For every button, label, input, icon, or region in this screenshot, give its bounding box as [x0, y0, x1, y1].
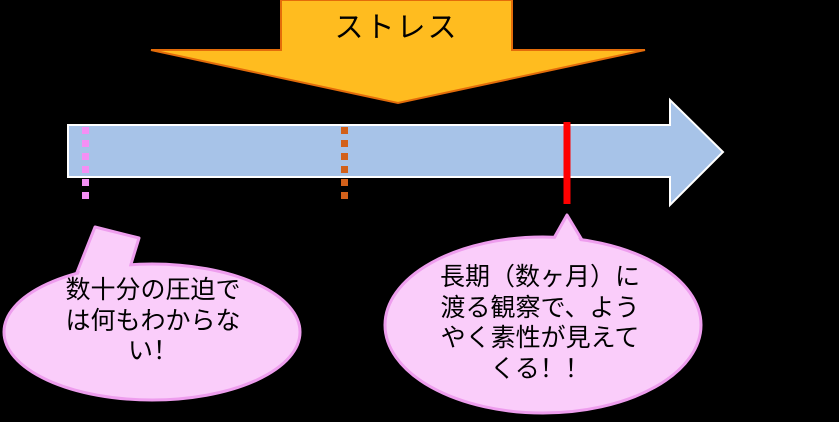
time-arrow: [67, 97, 725, 208]
bubble-short-term-label: 数十分の圧迫で は何もわからな い！: [65, 276, 241, 365]
stress-arrow-label: ストレス: [334, 11, 459, 44]
bubble-long-term-label: 長期（数ヶ月）に 渡る観察で、よう やく素性が見えて くる！！: [439, 263, 640, 383]
